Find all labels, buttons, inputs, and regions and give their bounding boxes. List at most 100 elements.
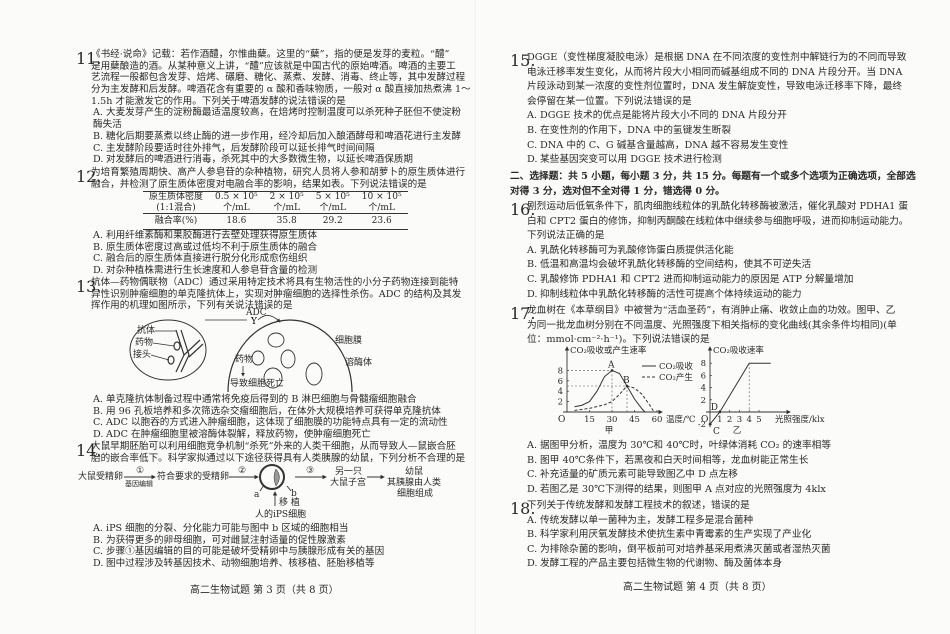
option-letter: D. — [93, 265, 104, 277]
stem-line: 《书经·说命》记载：若作酒醴，尔惟曲蘖。这里的“蘖”，指的便是发芽的麦粒。“醴” — [91, 49, 450, 60]
option-text: 利用纤维素酶和果胶酶进行去壁处理获得原生质体 — [106, 230, 318, 241]
option-b: B.为获得更多的卵母细胞，可对雌鼠注射适量的促性腺激素 — [91, 535, 384, 547]
leader-a — [259, 484, 265, 492]
option-a: A.大麦发芽产生的淀粉酶最适温度较高，在焙烤时控制温度可以杀死种子胚但不使淀粉 — [91, 107, 471, 119]
option-text: 补充适量的矿质元素可能导致图乙中 D 点左移 — [540, 469, 738, 481]
stem-line: 胎的嵌合率低下。科学家拟通过以下途径获得具有人类胰腺的幼鼠，下列分析不合理的是 — [91, 452, 466, 464]
cell-text: 原生质体密度 — [149, 192, 204, 202]
flow-result-1: 幼鼠 — [405, 467, 424, 477]
flow-result-2: 其胰腺由人类 — [387, 478, 442, 488]
option-letter: D. — [527, 483, 538, 495]
option-letter: A. — [527, 440, 538, 451]
cell-text: 0.5 × 10⁵ — [215, 192, 258, 202]
lysosome-label: 溶酶体 — [345, 358, 373, 368]
point-marker — [625, 384, 629, 388]
cell-text: 个/mL — [273, 202, 300, 213]
option-text: 单克隆抗体制备过程中通常将免疫后得到的 B 淋巴细胞与骨髓瘤细胞融合 — [106, 394, 417, 405]
page-4 — [476, 0, 950, 634]
x-tick-label: 1 — [717, 415, 722, 425]
flow-step3: ③ — [306, 466, 315, 476]
option-b: B.糖化后期要蒸煮以终止酶的进一步作用，经冷却后加入酿酒酵母和啤酒花进行主发酵 — [91, 131, 471, 143]
y-axis-title: CO₂吸收速率 — [713, 345, 764, 356]
page-3 — [0, 0, 474, 634]
flow-ips: 人的iPS细胞 — [255, 510, 307, 520]
option-text: 图中过程涉及转基因技术、动物细胞培养、核移植、胚胎移植等 — [106, 558, 375, 570]
option-b: B.用 96 孔板培养和多次筛选杂交瘤细胞后，在体外大规模培养可获得单克隆抗体 — [91, 406, 448, 418]
leader-b — [286, 485, 292, 492]
adc-label: ADC — [246, 308, 267, 318]
option-text: 糖化后期要蒸煮以终止酶的进一步作用，经冷却后加入酿酒酵母和啤酒花进行主发酵 — [106, 130, 461, 142]
x-tick-label: 30 — [607, 415, 618, 425]
y-tick-label: 2 — [701, 396, 706, 406]
option-d: D.对杂种植株需进行生长速度和人参皂苷含量的检测 — [91, 265, 317, 277]
legend-label: CO₂吸收 — [659, 361, 693, 372]
option-c: C.融合后的原生质体直接进行脱分化形成愈伤组织 — [91, 253, 317, 265]
inner-cell-mass — [273, 468, 280, 487]
flow-diagram — [124, 464, 385, 506]
stem-line: 位：mmol·cm⁻²·h⁻¹)。下列说法错误的是 — [527, 334, 710, 346]
stem-line: 大鼠早期胚胎可以利用细胞竞争机制“杀死”外来的人类干细胞，从而导致人—鼠嵌合胚 — [91, 441, 456, 452]
stem-line: 会停留在某一位置。下列说法错误的是 — [527, 95, 692, 107]
cell-text: 10 × 10⁵ — [361, 192, 402, 202]
question-number: 13. — [76, 277, 102, 296]
option-text: DGGE 技术的优点是能将片段大小不同的 DNA 片段分开 — [540, 110, 787, 122]
series-line-0 — [709, 362, 771, 425]
table-cell: 29.2 — [309, 213, 356, 229]
y-tick-label: 4 — [558, 387, 563, 397]
question-16: 剧烈运动后低氧条件下，肌肉细胞线粒体的乳酰化转移酶被激活，催化乳酸对 PDHA1… — [510, 200, 908, 302]
series-line-0 — [574, 369, 646, 413]
option-letter: C. — [527, 273, 538, 285]
flow-transplant: 移 植 — [279, 498, 300, 508]
question-number: 16. — [510, 200, 536, 219]
table-row: 融合率(%) 18.6 35.8 29.2 23.6 — [143, 213, 408, 229]
chart-caption: 甲 — [605, 426, 614, 436]
table-cell: 融合率(%) — [143, 213, 210, 229]
option-c: C.为排除杂菌的影响，倒平板前可对培养基采用煮沸灭菌或者湿热灭菌 — [527, 543, 831, 558]
option-text: 为排除杂菌的影响，倒平板前可对培养基采用煮沸灭菌或者湿热灭菌 — [540, 543, 831, 555]
point-label: A — [607, 360, 615, 370]
option-c: C.DNA 中的 C、G 碱基含量越高，DNA 越不容易发生变性 — [527, 139, 906, 154]
endocytosis-arrow — [257, 315, 281, 323]
option-letter: D. — [93, 558, 104, 570]
question-number: 15. — [510, 51, 536, 70]
question-number: 17. — [510, 304, 536, 323]
option-text: 某些基因突变可以用 DGGE 技术进行检测 — [540, 154, 722, 166]
option-letter: B. — [93, 534, 104, 546]
flow-step2: ② — [238, 466, 247, 476]
vesicle-icon — [251, 350, 265, 366]
option-d: D.某些基因突变可以用 DGGE 技术进行检测 — [527, 153, 906, 168]
option-letter: A. — [527, 110, 538, 122]
option-letter: B. — [527, 124, 538, 136]
y-tick-label: 6 — [701, 371, 706, 381]
y-tick-label: 8 — [558, 366, 563, 376]
y-tick-label: 4 — [701, 384, 706, 394]
x-axis-title: 光照强度/klx — [775, 414, 825, 425]
table-header-cell: 原生质体密度(1:1混合) — [143, 192, 209, 214]
option-letter: A. — [527, 514, 538, 526]
section-2-heading: 二、选择题：共 5 小题，每小题 3 分，共 15 分。每题有一个或多个选项为正… — [510, 170, 916, 199]
option-text: 低温和高温均会破坏乳酰化转移酶的空间结构，使其不可逆失活 — [540, 259, 812, 271]
point-marker — [708, 422, 712, 426]
question-12: 为培育繁殖周期快、高产人参皂苷的杂种植物，研究人员将人参和胡萝卜的原生质体进行融… — [76, 167, 465, 190]
question-11: 《书经·说命》记载：若作酒醴，尔惟曲蘖。这里的“蘖”，指的便是发芽的麦粒。“醴”… — [76, 49, 471, 166]
legend-label: CO₂产生 — [659, 372, 693, 383]
stem-line: 抗体—药物偶联物（ADC）通过采用特定技术将具有生物活性的小分子药物连接到能特 — [91, 277, 459, 288]
membrane-label: 细胞膜 — [335, 336, 363, 346]
option-text: iPS 细胞的分裂、分化能力可能与图中 b 区域的细胞相当 — [106, 523, 349, 534]
point-marker — [610, 369, 614, 372]
cell-text: 2 × 10⁵ — [269, 192, 304, 202]
x-axis-title: 温度/℃ — [666, 414, 695, 425]
point-marker — [718, 410, 722, 414]
option-d: D.对发酵后的啤酒进行消毒，杀死其中的大多数微生物，以延长啤酒保质期 — [91, 154, 471, 166]
stem-line: 下列说法正确的是 — [527, 230, 605, 242]
option-letter: C. — [527, 139, 538, 151]
blastocyst-icon — [259, 464, 285, 490]
x-tick-label: 2 — [727, 415, 732, 425]
option-c: C.补充适量的矿质元素可能导致图乙中 D 点左移 — [527, 468, 831, 483]
option-text: 步骤①基因编辑的目的可能是破坏受精卵中与胰腺形成有关的基因 — [106, 546, 385, 558]
option-text: 传统发酵以单一菌种为主，发酵工程多是混合菌种 — [540, 514, 754, 526]
